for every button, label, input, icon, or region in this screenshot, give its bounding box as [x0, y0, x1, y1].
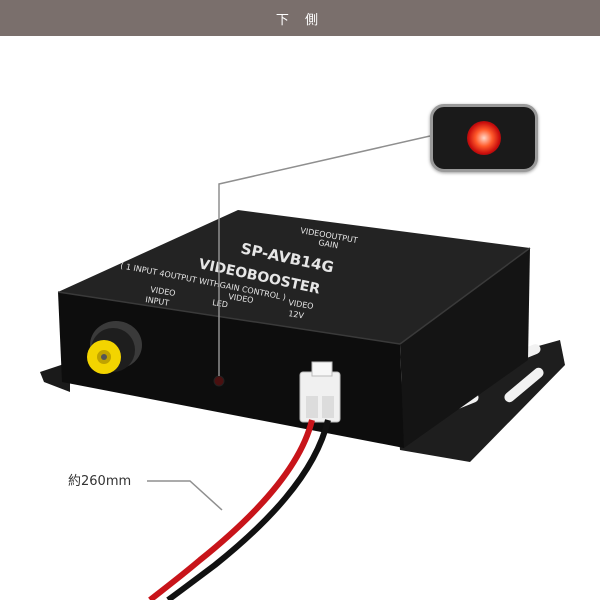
- led-zoom-callout: [430, 104, 538, 172]
- label-power-2: 12V: [288, 309, 305, 320]
- front-label-group: VIDEO INPUT VIDEO LED VIDEO 12V: [145, 285, 314, 320]
- cable-red: [148, 419, 315, 600]
- label-led-1: VIDEO: [228, 292, 254, 305]
- led-glow-icon: [467, 121, 501, 155]
- header-bar: 下 側: [0, 0, 600, 36]
- box-top: [58, 210, 530, 344]
- led-callout-line: [218, 135, 431, 376]
- cable-length-label: 約260mm: [68, 474, 132, 489]
- label-video-input-1: VIDEO: [150, 285, 176, 298]
- power-connector-icon: [299, 361, 341, 423]
- box-right-side: [400, 248, 530, 448]
- led-icon: [213, 375, 225, 387]
- rca-jack-icon: [87, 321, 142, 374]
- label-power-1: VIDEO: [288, 298, 314, 311]
- cable-black: [166, 419, 331, 600]
- mounting-flange-right: [395, 340, 565, 462]
- label-video-input-2: INPUT: [145, 295, 170, 308]
- label-led-2: LED: [212, 298, 229, 309]
- flange-slot-3: [504, 367, 544, 403]
- top-label-gain: GAIN: [318, 238, 339, 250]
- cable-callout-line: [147, 480, 223, 511]
- header-title: 下 側: [275, 12, 325, 28]
